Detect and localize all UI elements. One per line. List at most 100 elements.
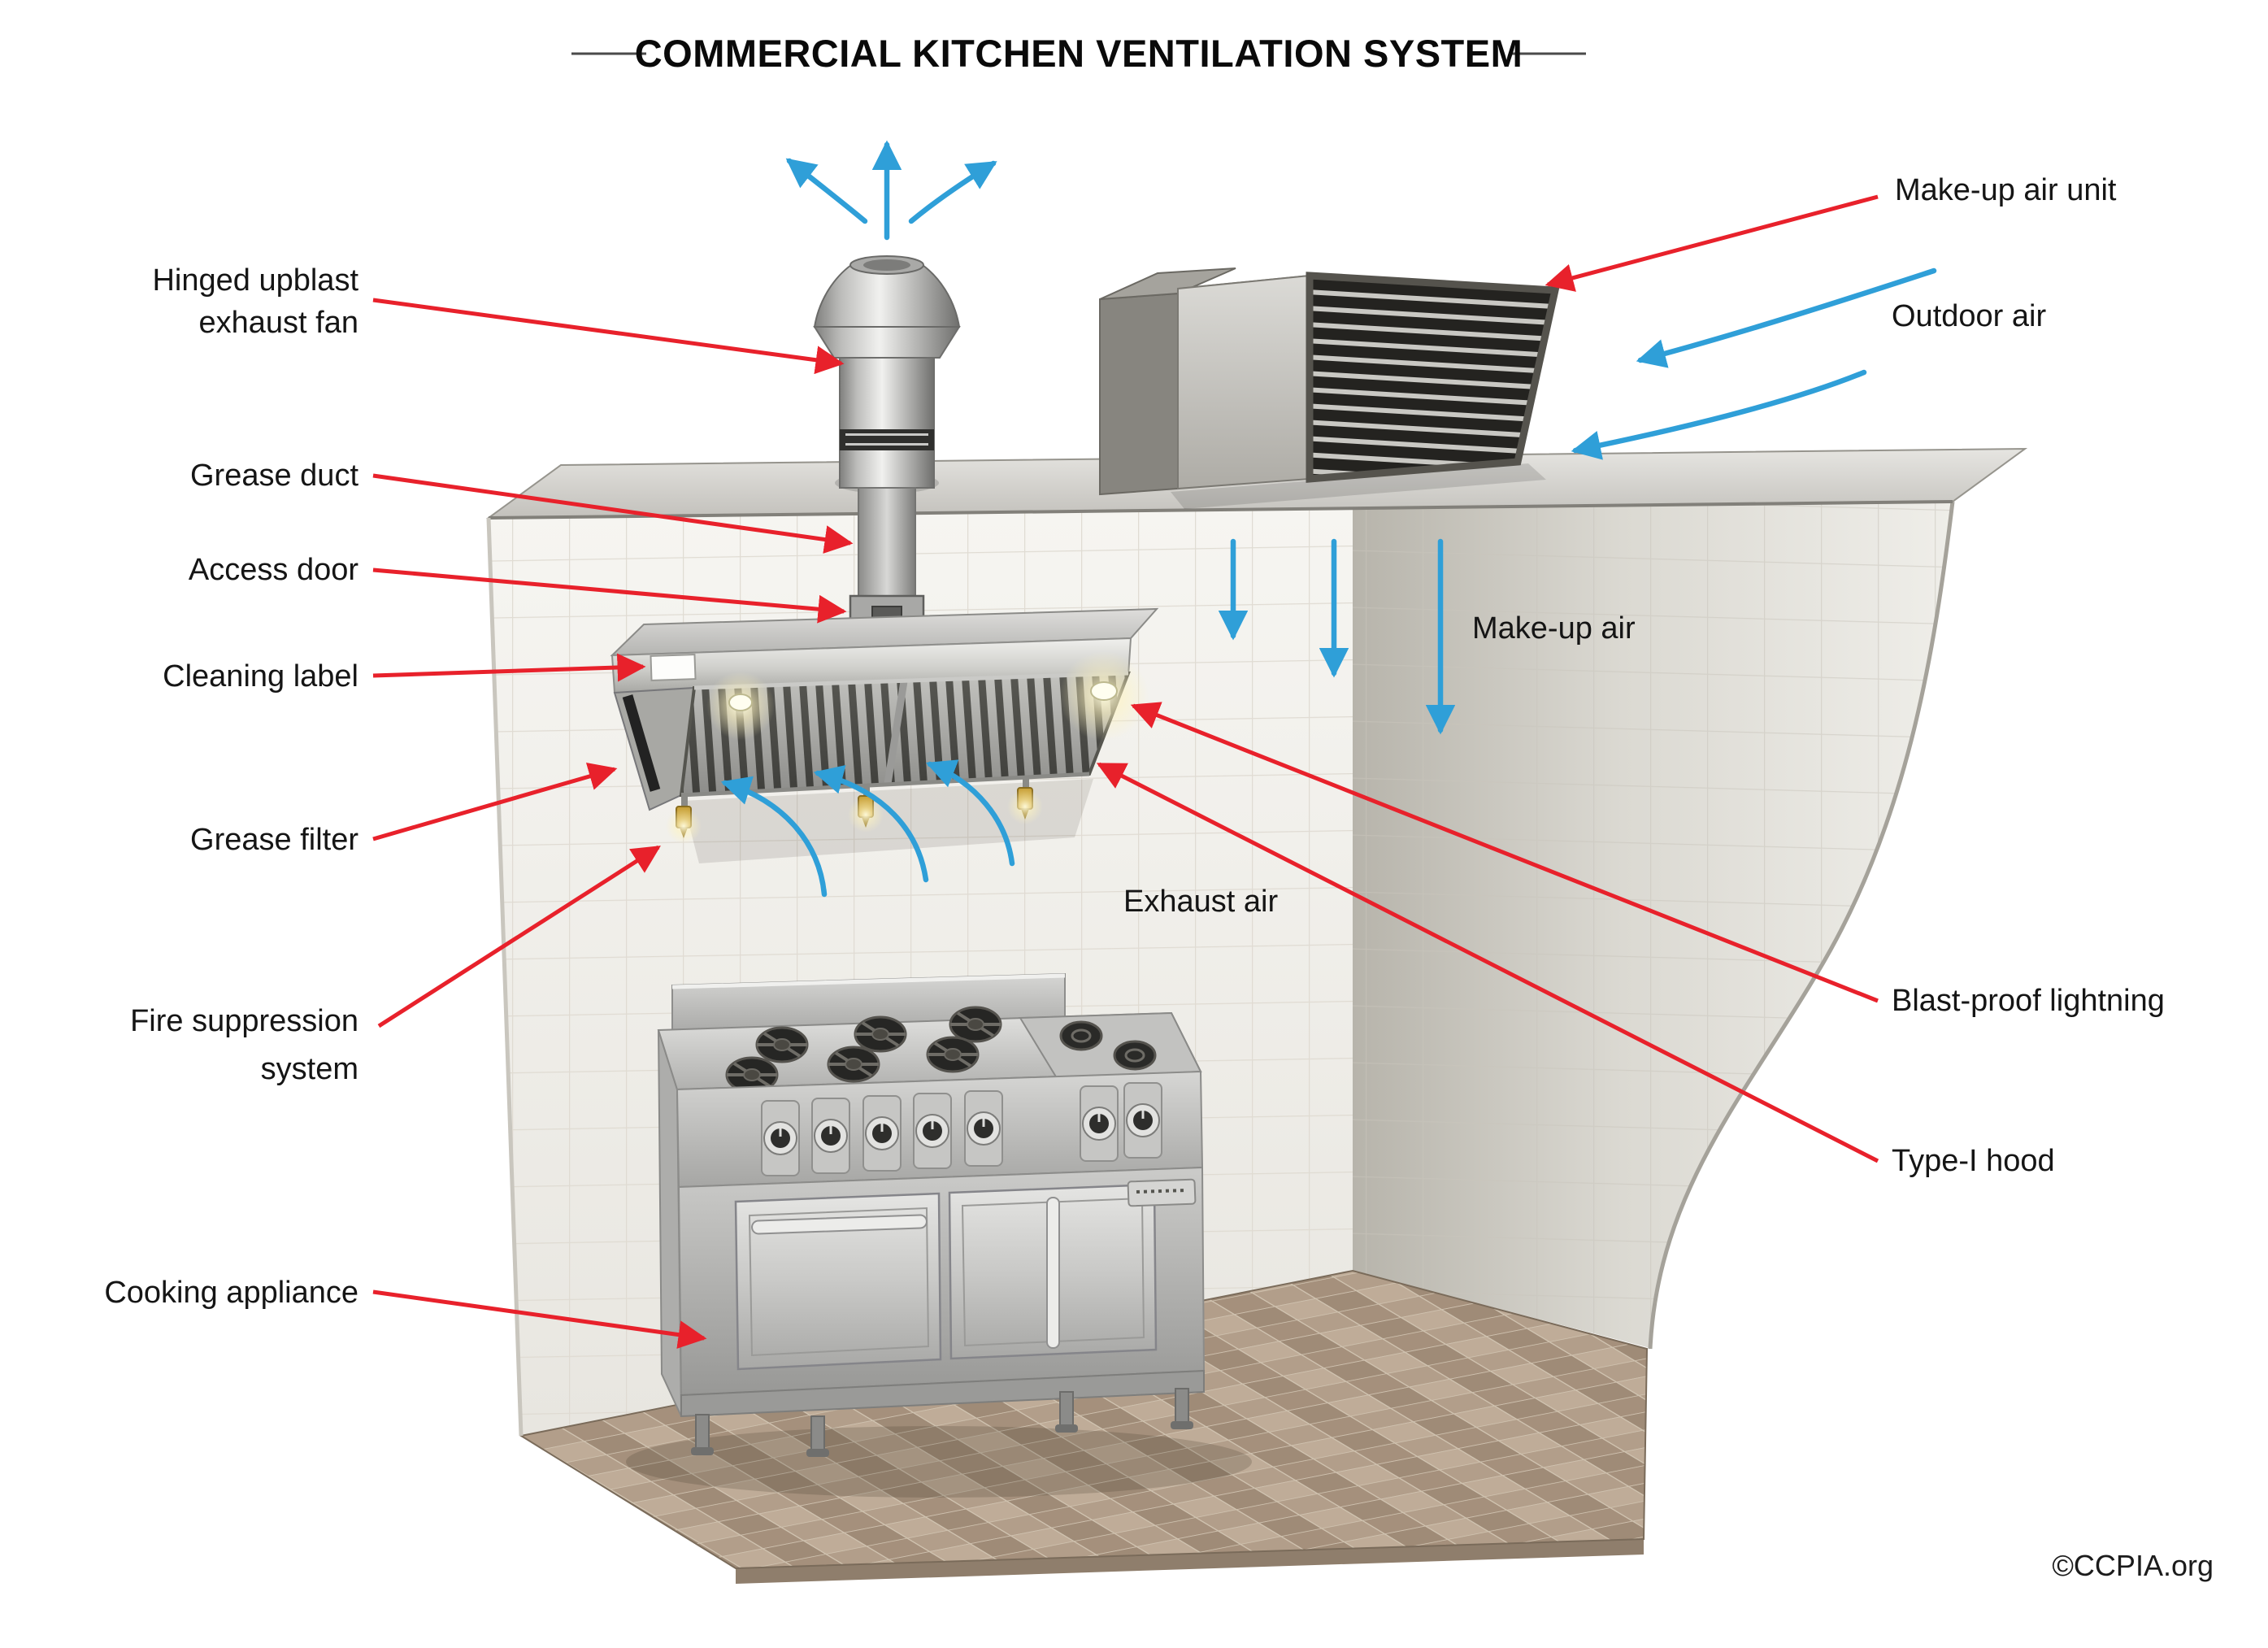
hood-light-left — [706, 672, 775, 740]
kick-panel — [680, 1369, 1205, 1418]
unit-left-face — [1177, 274, 1310, 490]
hot-plate — [1059, 1020, 1103, 1051]
leader-arrows — [372, 194, 1879, 1349]
label-cleaning-label: Cleaning label — [163, 659, 358, 694]
arrow-make-up-air-unit — [1545, 194, 1879, 292]
oven-door-right — [948, 1183, 1158, 1360]
hot-plate — [1113, 1040, 1157, 1071]
fan-band-line — [845, 433, 928, 436]
right-wall-tiles — [1353, 502, 1953, 1349]
label-fire-suppression-system-line1: Fire suppression — [130, 1004, 358, 1038]
burner — [949, 1006, 1002, 1043]
light-lamp — [1090, 681, 1118, 701]
label-make-up-air: Make-up air — [1472, 611, 1636, 646]
foot — [691, 1414, 714, 1455]
label-type-i-hood: Type-I hood — [1892, 1144, 2055, 1178]
burner — [854, 1015, 907, 1053]
knob — [814, 1119, 848, 1153]
fan-top-opening-inner — [863, 259, 910, 271]
foot — [1055, 1391, 1078, 1433]
exhaust-outlet-arrow-left — [785, 158, 868, 224]
nozzle — [666, 793, 702, 844]
hood-light-right-blast-proof — [1059, 651, 1149, 741]
grease-filter-shade — [681, 673, 1128, 795]
fan-band-line — [845, 443, 928, 446]
knob — [763, 1121, 797, 1155]
label-hinged-upblast-exhaust-fan-line2: exhaust fan — [199, 306, 358, 340]
knob — [1126, 1103, 1160, 1137]
airflow-arrows — [720, 140, 1937, 898]
label-exhaust-air: Exhaust air — [1123, 885, 1278, 919]
outdoor-air-arrow-upper — [1636, 267, 1937, 368]
label-blast-proof-lightning: Blast-proof lightning — [1892, 984, 2165, 1018]
unit-rear-duct-top — [1099, 267, 1236, 300]
labels: COMMERCIAL KITCHEN VENTILATION SYSTEM Hi… — [104, 32, 2214, 1582]
hood-left-cap-stripe — [622, 694, 661, 792]
outdoor-air-arrow-lower — [1571, 369, 1867, 460]
exhaust-outlet-arrow-right — [908, 160, 997, 224]
burner — [755, 1026, 809, 1063]
diagram-title: COMMERCIAL KITCHEN VENTILATION SYSTEM — [635, 32, 1523, 75]
floor-outline — [519, 1269, 1649, 1570]
arrow-grease-duct — [372, 473, 854, 554]
label-access-door: Access door — [189, 553, 358, 587]
knob — [915, 1114, 949, 1148]
hinged-upblast-exhaust-fan — [813, 255, 961, 489]
unit-rear-duct — [1099, 292, 1179, 496]
grease-filter-divider — [884, 681, 908, 785]
burner — [926, 1036, 980, 1073]
rating-plate — [1127, 1178, 1197, 1207]
label-hinged-upblast-exhaust-fan-line1: Hinged upblast — [152, 263, 358, 298]
fan-cap — [813, 264, 961, 328]
ceiling-front-edge — [488, 500, 1953, 520]
label-cooking-appliance: Cooking appliance — [104, 1276, 358, 1310]
rating-plate-text-dots — [1136, 1189, 1186, 1194]
knob — [1082, 1107, 1116, 1141]
label-grease-filter: Grease filter — [190, 823, 358, 857]
make-up-air-unit — [1099, 267, 1560, 509]
arrow-blast-proof-lightning — [1130, 702, 1879, 1003]
foot — [806, 1415, 829, 1457]
knob — [967, 1111, 1001, 1146]
floor-tiles — [521, 1271, 1647, 1568]
knob — [865, 1116, 899, 1150]
backsplash-top-edge — [671, 973, 1066, 989]
floor-slab-edge — [736, 1539, 1644, 1584]
fan-stack — [839, 355, 935, 489]
burner — [827, 1046, 880, 1083]
label-fire-suppression-system-line2: system — [261, 1052, 358, 1086]
stove-feet — [691, 1388, 1193, 1457]
credit: ©CCPIA.org — [2052, 1549, 2214, 1582]
label-make-up-air-unit: Make-up air unit — [1895, 173, 2117, 207]
unit-louver-frame — [1306, 272, 1560, 483]
cleaning-label-plate — [650, 654, 697, 681]
hood-wall-shadow — [683, 779, 1093, 863]
arrow-grease-filter — [372, 762, 618, 841]
oven-door-handle — [1046, 1197, 1060, 1349]
nozzle — [1007, 776, 1043, 824]
stove-floor-shadow — [626, 1426, 1252, 1498]
exhaust-air-arrow-3 — [925, 759, 1015, 867]
oven-door-handle — [751, 1214, 928, 1235]
fire-suppression-nozzles — [666, 776, 1043, 844]
foot — [1171, 1388, 1193, 1429]
arrow-fire-suppression-system — [377, 845, 661, 1028]
exhaust-air-arrow-1 — [720, 776, 828, 898]
label-grease-duct: Grease duct — [190, 459, 358, 493]
unit-shadow — [1171, 463, 1546, 509]
label-outdoor-air: Outdoor air — [1892, 299, 2046, 333]
control-knobs — [761, 1082, 1162, 1176]
fan-skirt — [813, 326, 961, 359]
arrow-access-door — [372, 567, 847, 624]
light-lamp — [728, 694, 753, 711]
arrow-type-i-hood — [1096, 762, 1879, 1163]
cooking-appliance — [626, 972, 1252, 1498]
wall-cutaway-edge — [1648, 501, 1955, 1350]
arrow-cleaning-label — [372, 653, 646, 682]
type-i-hood — [610, 607, 1159, 863]
unit-louver-face — [1310, 276, 1555, 479]
fan-stack-band — [840, 429, 934, 450]
arrow-cooking-appliance — [372, 1289, 707, 1349]
